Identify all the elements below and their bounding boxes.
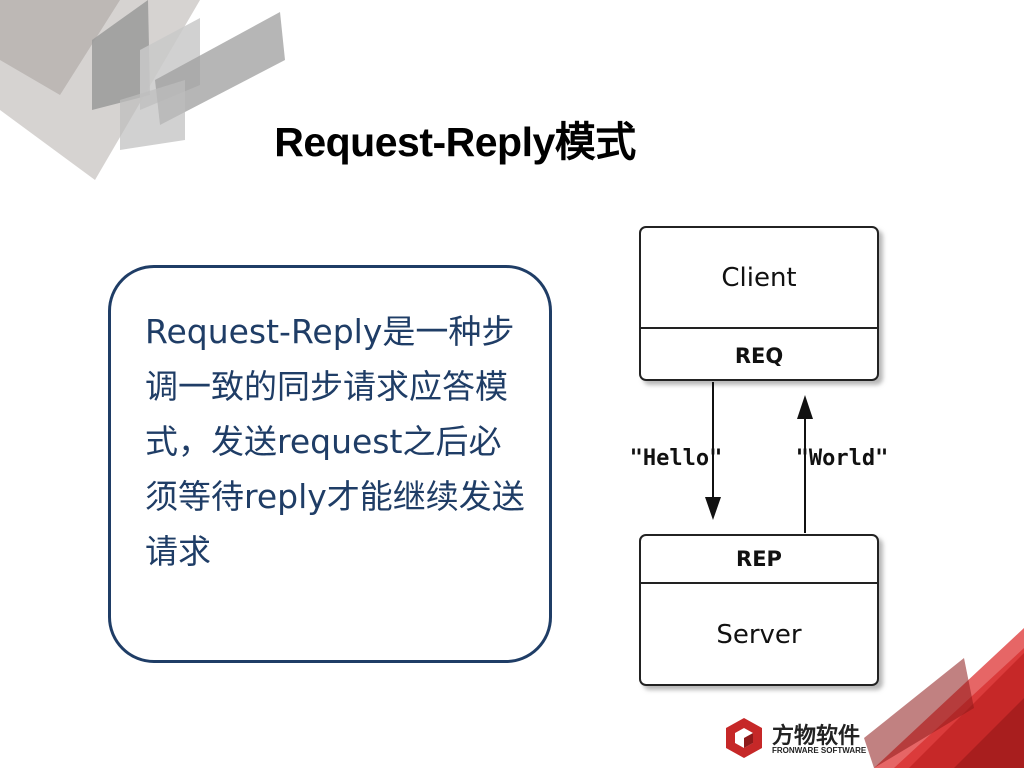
bottom-right-decoration — [864, 628, 1024, 768]
client-box: Client REQ — [639, 226, 879, 381]
req-label: REQ — [735, 344, 783, 368]
description-text: Request-Reply是一种步调一致的同步请求应答模式，发送request之… — [145, 312, 525, 571]
logo-cube-icon — [726, 718, 762, 758]
client-label: Client — [721, 263, 796, 293]
description-box: Request-Reply是一种步调一致的同步请求应答模式，发送request之… — [108, 265, 552, 663]
request-arrow — [705, 382, 721, 520]
rep-label: REP — [736, 547, 782, 571]
request-reply-diagram: Client REQ "Hello" "World" REP Server — [630, 226, 889, 686]
top-left-decoration — [0, 0, 285, 180]
server-label: Server — [716, 620, 802, 650]
logo-name-en: FRONWARE SOFTWARE — [772, 746, 867, 755]
slide-title: Request-Reply模式 — [274, 119, 636, 165]
logo-name-cn: 方物软件 — [772, 724, 861, 749]
company-logo: 方物软件 FRONWARE SOFTWARE — [722, 716, 872, 760]
server-box: REP Server — [639, 534, 879, 686]
request-message: "Hello" — [630, 446, 723, 471]
reply-message: "World" — [796, 446, 889, 471]
reply-arrow — [797, 395, 813, 533]
